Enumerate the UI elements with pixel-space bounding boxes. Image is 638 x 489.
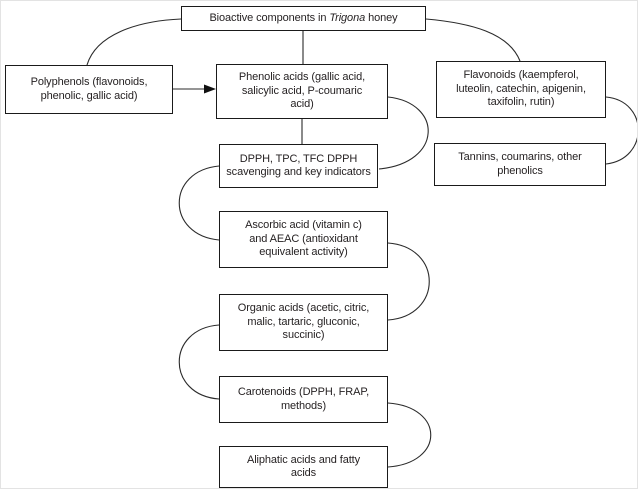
node-ascorbic-acid-text: and AEAC (antioxidant <box>249 232 358 245</box>
connector-dpph-to-ascorbic-curve <box>178 165 220 241</box>
node-aliphatic-acids: Aliphatic acids and fatty acids <box>219 446 388 488</box>
node-carotenoids: Carotenoids (DPPH, FRAP, methods) <box>219 376 388 423</box>
node-aliphatic-acids-text: Aliphatic acids and fatty <box>246 453 361 466</box>
node-phenolic-acids-text: salicylic acid, P-coumaric <box>241 84 363 97</box>
node-phenolic-acids-text: acid) <box>290 98 314 111</box>
node-polyphenols-text: phenolic, gallic acid) <box>40 89 138 102</box>
node-flavonoids: Flavonoids (kaempferol, luteolin, catech… <box>436 61 606 118</box>
node-organic-acids: Organic acids (acetic, citric, malic, ta… <box>219 294 388 351</box>
node-flavonoids-text: Flavonoids (kaempferol, <box>463 69 579 82</box>
node-tannins-text: phenolics <box>497 164 543 177</box>
node-dpph-indicators-text: scavenging and key indicators <box>226 166 371 178</box>
node-organic-acids-text: Organic acids (acetic, citric, <box>237 302 370 315</box>
node-carotenoids-text: methods) <box>280 399 327 412</box>
node-organic-acids-text: succinic) <box>282 329 325 342</box>
arrowhead-polyphenols-to-phenolic <box>204 84 216 94</box>
node-ascorbic-acid-text: equivalent activity) <box>259 246 348 259</box>
node-flavonoids-text: taxifolin, rutin) <box>487 96 555 109</box>
node-tannins-text: Tannins, coumarins, other <box>458 151 582 163</box>
title-italic-trigona: Trigona <box>329 11 366 24</box>
node-polyphenols: Polyphenols (flavonoids, phenolic, galli… <box>5 65 173 114</box>
node-aliphatic-acids-text: acids <box>290 467 317 479</box>
node-organic-acids-text: malic, tartaric, gluconic, <box>247 315 360 328</box>
node-polyphenols-text: Polyphenols (flavonoids, <box>30 76 148 88</box>
node-title-text: Bioactive components in Trigona honey <box>209 12 397 26</box>
node-title: Bioactive components in Trigona honey <box>181 6 426 31</box>
connector-ascorbic-to-organic-curve <box>387 242 430 321</box>
node-ascorbic-acid-text: Ascorbic acid (vitamin c) <box>245 219 362 232</box>
connector-organic-to-carotenoids-curve <box>178 324 220 400</box>
node-tannins: Tannins, coumarins, other phenolics <box>434 143 606 186</box>
node-dpph-indicators: DPPH, TPC, TFC DPPH scavenging and key i… <box>219 144 378 188</box>
title-prefix: Bioactive components in <box>209 11 330 24</box>
node-ascorbic-acid: Ascorbic acid (vitamin c) and AEAC (anti… <box>219 211 388 268</box>
node-carotenoids-text: Carotenoids (DPPH, FRAP, <box>237 386 370 398</box>
connector-flavonoids-to-tannins-curve <box>605 96 637 165</box>
node-dpph-indicators-text: DPPH, TPC, TFC DPPH <box>239 152 358 165</box>
connector-phenolic-acids-to-dpph-curve <box>378 96 429 170</box>
node-phenolic-acids-text: Phenolic acids (gallic acid, <box>238 71 366 84</box>
connector-title-to-polyphenols <box>86 18 182 66</box>
title-suffix: honey <box>365 11 398 24</box>
node-phenolic-acids: Phenolic acids (gallic acid, salicylic a… <box>216 64 388 119</box>
connector-carotenoids-to-aliphatic-curve <box>387 402 432 468</box>
connector-title-to-flavonoids <box>425 18 521 62</box>
node-flavonoids-text: luteolin, catechin, apigenin, <box>456 82 586 95</box>
